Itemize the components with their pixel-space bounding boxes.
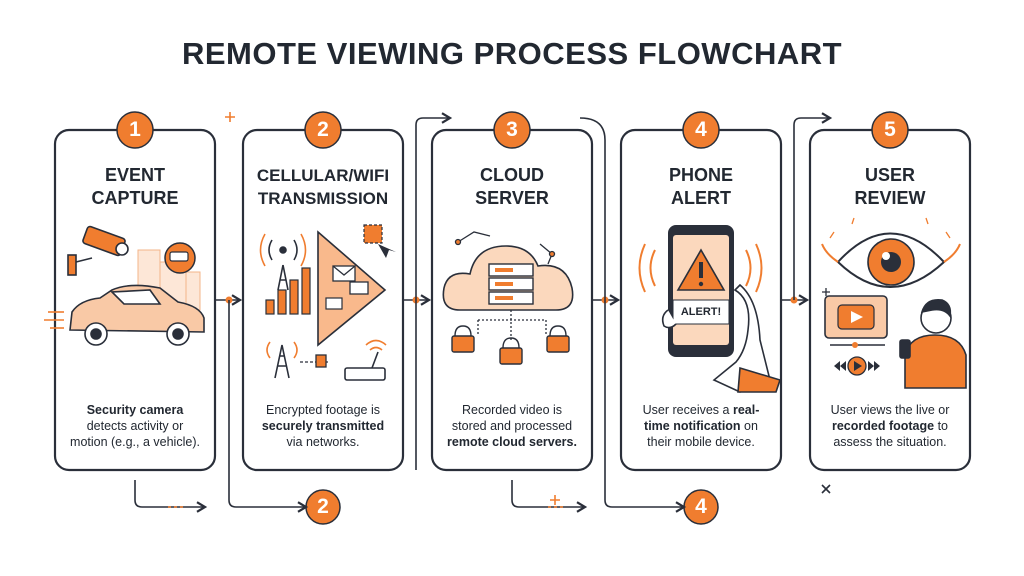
alert-label: ALERT! bbox=[680, 306, 722, 318]
playback-controls-icon bbox=[834, 356, 880, 376]
step-desc-3: Recorded video is stored and processed r… bbox=[447, 403, 577, 449]
step-number-1: 1 bbox=[129, 118, 141, 141]
security-camera-icon bbox=[67, 225, 129, 276]
video-player-icon bbox=[824, 295, 888, 348]
person-icon bbox=[899, 298, 967, 389]
step-badge-2 bbox=[304, 111, 342, 149]
selection-icon bbox=[363, 224, 396, 258]
eye-icon bbox=[821, 232, 961, 288]
signal-bars-icon bbox=[265, 267, 311, 315]
small-tower-icon bbox=[266, 341, 298, 379]
bottom-badge-number-2: 2 bbox=[317, 495, 329, 518]
step-badge-4 bbox=[682, 111, 720, 149]
hand-icon bbox=[661, 283, 782, 393]
step-desc-2: Encrypted footage is securely transmitte… bbox=[261, 403, 385, 449]
signal-waves-icon bbox=[638, 243, 763, 293]
step-badge-3 bbox=[493, 111, 531, 149]
step-desc-1: Security camera detects activity or moti… bbox=[70, 403, 200, 449]
bottom-badge-number-4: 4 bbox=[695, 495, 707, 518]
step-number-5: 5 bbox=[884, 118, 896, 141]
step-number-3: 3 bbox=[506, 118, 518, 141]
step-badge-1 bbox=[116, 111, 154, 149]
step-desc-4: User receives a real- time notification … bbox=[642, 403, 760, 449]
step-badge-5 bbox=[871, 111, 909, 149]
phone-icon bbox=[668, 225, 734, 357]
connector-arrows bbox=[134, 112, 833, 513]
step-number-4: 4 bbox=[695, 118, 707, 141]
step-number-2: 2 bbox=[317, 118, 329, 141]
server-icon bbox=[488, 263, 534, 305]
lock-icon bbox=[451, 325, 570, 365]
wifi-router-icon bbox=[344, 339, 387, 381]
envelope-icon bbox=[325, 297, 343, 310]
camera-badge-icon bbox=[164, 242, 196, 274]
car-icon bbox=[69, 284, 205, 346]
cell-tower-icon bbox=[259, 233, 307, 291]
warning-icon bbox=[676, 248, 726, 291]
page-title: REMOTE VIEWING PROCESS FLOWCHART bbox=[181, 36, 843, 71]
transmission-arrow-icon bbox=[317, 230, 387, 347]
step-desc-5: User views the live or recorded footage … bbox=[830, 403, 950, 449]
